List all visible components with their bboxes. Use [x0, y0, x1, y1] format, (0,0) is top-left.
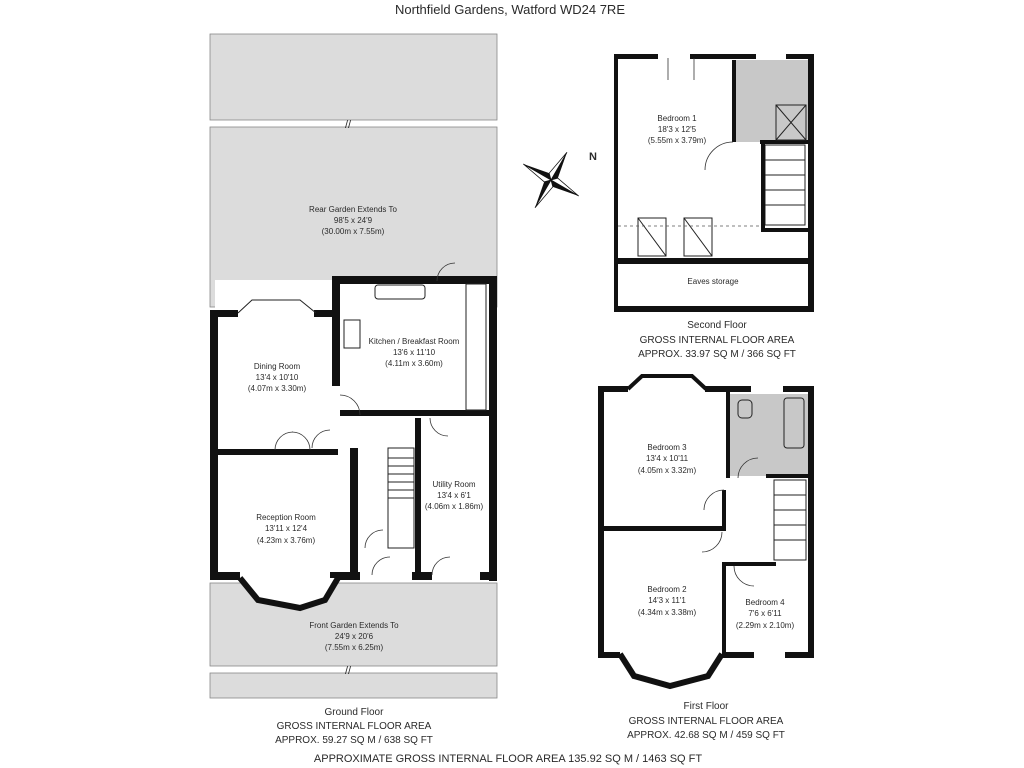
- svg-text:APPROX. 33.97 SQ M / 366 SQ FT: APPROX. 33.97 SQ M / 366 SQ FT: [638, 349, 796, 360]
- first-floor: [598, 374, 814, 690]
- plan-title: Northfield Gardens, Watford WD24 7RE: [395, 2, 625, 17]
- svg-text:Second Floor: Second Floor: [687, 320, 747, 331]
- compass-rose-icon: [523, 152, 579, 208]
- label-utility-room: Utility Room 13'4 x 6'1 (4.06m x 1.86m): [425, 480, 484, 511]
- svg-text:Bedroom 4: Bedroom 4: [745, 598, 785, 607]
- svg-text:First Floor: First Floor: [684, 701, 730, 712]
- svg-text:(4.05m x 3.32m): (4.05m x 3.32m): [638, 466, 697, 475]
- svg-text:Utility Room: Utility Room: [432, 480, 475, 489]
- svg-text:(30.00m x 7.55m): (30.00m x 7.55m): [322, 227, 385, 236]
- label-reception-room: Reception Room 13'11 x 12'4 (4.23m x 3.7…: [256, 513, 316, 545]
- svg-text:Rear Garden Extends To: Rear Garden Extends To: [309, 205, 397, 214]
- svg-text:Kitchen / Breakfast Room: Kitchen / Breakfast Room: [369, 337, 460, 346]
- svg-text:24'9 x 20'6: 24'9 x 20'6: [335, 632, 374, 641]
- svg-text:Ground Floor: Ground Floor: [325, 707, 385, 718]
- label-bedroom-4: Bedroom 4 7'6 x 6'11 (2.29m x 2.10m): [736, 598, 795, 630]
- svg-text:(2.29m x 2.10m): (2.29m x 2.10m): [736, 621, 795, 630]
- svg-text:GROSS INTERNAL FLOOR AREA: GROSS INTERNAL FLOOR AREA: [277, 721, 432, 732]
- second-floor: [614, 54, 814, 312]
- svg-text:18'3 x 12'5: 18'3 x 12'5: [658, 125, 697, 134]
- label-bedroom-1: Bedroom 1 18'3 x 12'5 (5.55m x 3.79m): [648, 114, 707, 145]
- front-garden-far: [209, 672, 498, 699]
- total-floor-area: APPROXIMATE GROSS INTERNAL FLOOR AREA 13…: [314, 753, 702, 765]
- svg-text:13'6 x 11'10: 13'6 x 11'10: [393, 348, 436, 357]
- svg-text:Bedroom 1: Bedroom 1: [657, 114, 697, 123]
- garden-break-mark: //: [345, 665, 352, 677]
- label-bedroom-2: Bedroom 2 14'3 x 11'1 (4.34m x 3.38m): [638, 585, 697, 617]
- second-floor-caption: Second Floor GROSS INTERNAL FLOOR AREA A…: [638, 320, 796, 360]
- svg-text:Front Garden Extends To: Front Garden Extends To: [309, 621, 399, 630]
- garden-break-mark: //: [345, 119, 352, 131]
- svg-text:Bedroom 3: Bedroom 3: [647, 443, 687, 452]
- svg-text:(7.55m x 6.25m): (7.55m x 6.25m): [325, 643, 384, 652]
- svg-text:Bedroom 2: Bedroom 2: [647, 585, 687, 594]
- label-dining-room: Dining Room 13'4 x 10'10 (4.07m x 3.30m): [248, 362, 307, 393]
- svg-text:(4.06m x 1.86m): (4.06m x 1.86m): [425, 502, 484, 511]
- svg-text:13'4 x 10'10: 13'4 x 10'10: [256, 373, 299, 382]
- label-kitchen: Kitchen / Breakfast Room 13'6 x 11'10 (4…: [369, 337, 460, 368]
- svg-text:Dining Room: Dining Room: [254, 362, 301, 371]
- label-front-garden: Front Garden Extends To 24'9 x 20'6 (7.5…: [309, 621, 399, 652]
- compass-north-label: N: [589, 151, 597, 163]
- svg-text:7'6 x 6'11: 7'6 x 6'11: [748, 609, 782, 618]
- svg-text:98'5 x 24'9: 98'5 x 24'9: [334, 216, 373, 225]
- svg-text:(4.34m x 3.38m): (4.34m x 3.38m): [638, 608, 697, 617]
- svg-text:(4.11m x 3.60m): (4.11m x 3.60m): [385, 359, 443, 368]
- ground-floor-caption: Ground Floor GROSS INTERNAL FLOOR AREA A…: [275, 707, 433, 746]
- svg-text:APPROX. 42.68 SQ M / 459 SQ FT: APPROX. 42.68 SQ M / 459 SQ FT: [627, 730, 785, 741]
- svg-text:Reception Room: Reception Room: [256, 513, 316, 522]
- svg-text:13'4 x 10'11: 13'4 x 10'11: [646, 454, 689, 463]
- label-bedroom-3: Bedroom 3 13'4 x 10'11 (4.05m x 3.32m): [638, 443, 697, 475]
- label-eaves-storage: Eaves storage: [687, 277, 739, 286]
- svg-text:13'11 x 12'4: 13'11 x 12'4: [265, 524, 308, 533]
- ground-floor: [210, 262, 497, 612]
- svg-text:(4.07m x 3.30m): (4.07m x 3.30m): [248, 384, 307, 393]
- svg-text:13'4 x 6'1: 13'4 x 6'1: [437, 491, 471, 500]
- label-rear-garden: Rear Garden Extends To 98'5 x 24'9 (30.0…: [309, 205, 397, 236]
- svg-text:(4.23m x 3.76m): (4.23m x 3.76m): [257, 536, 316, 545]
- svg-text:GROSS INTERNAL FLOOR AREA: GROSS INTERNAL FLOOR AREA: [640, 335, 795, 346]
- svg-text:GROSS INTERNAL FLOOR AREA: GROSS INTERNAL FLOOR AREA: [629, 716, 784, 727]
- rear-garden-far: [209, 33, 498, 121]
- svg-text:14'3 x 11'1: 14'3 x 11'1: [648, 596, 686, 605]
- svg-text:(5.55m x 3.79m): (5.55m x 3.79m): [648, 136, 707, 145]
- first-floor-caption: First Floor GROSS INTERNAL FLOOR AREA AP…: [627, 701, 785, 741]
- svg-text:APPROX. 59.27 SQ M / 638 SQ FT: APPROX. 59.27 SQ M / 638 SQ FT: [275, 735, 433, 746]
